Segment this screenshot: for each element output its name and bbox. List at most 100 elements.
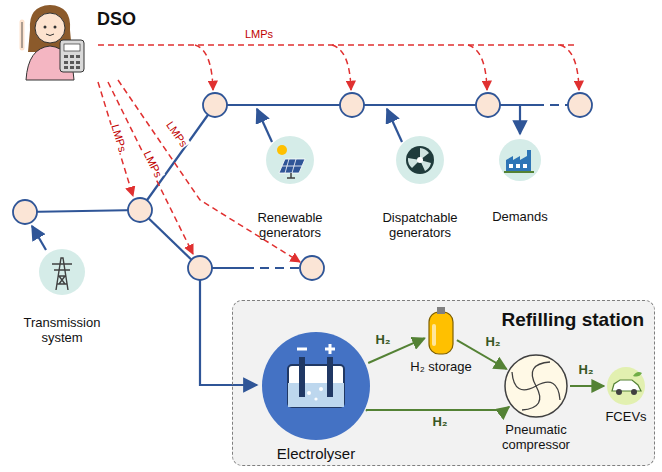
drawing-part	[314, 397, 317, 400]
drawing-part	[332, 45, 351, 90]
drawing-part	[568, 93, 592, 117]
drawing-part	[408, 148, 431, 171]
component-node: Electrolyser	[261, 331, 371, 462]
region-title: Refilling station	[502, 309, 645, 331]
drawing-part	[277, 145, 287, 155]
drawing-part	[504, 171, 534, 173]
drawing-part	[188, 256, 212, 280]
drawing-part	[516, 164, 520, 168]
drawing-part	[64, 61, 68, 64]
drawing-part	[560, 45, 579, 90]
component-node: FCEVs	[599, 366, 653, 425]
component-node: Pneumatic compressor	[494, 354, 578, 453]
drawing-part	[266, 136, 314, 184]
turbine-icon	[395, 135, 445, 185]
drawing-part	[499, 139, 541, 181]
drawing-part	[76, 61, 80, 64]
drawing-part	[140, 105, 215, 210]
drawing-part	[631, 389, 637, 395]
drawing-part	[22, 22, 23, 48]
component-node: Renewable generators	[245, 135, 335, 241]
drawing-part	[32, 226, 46, 250]
flow-label: H₂	[373, 333, 392, 347]
drawing-part	[25, 210, 140, 212]
drawing-part	[476, 93, 500, 117]
drawing-part	[128, 198, 152, 222]
hydrogen-flow	[570, 385, 604, 387]
drawing-part	[98, 44, 575, 46]
drawing-part	[307, 391, 311, 395]
drawing-part	[279, 159, 305, 173]
drawing-part	[195, 45, 213, 90]
component-node: Transmission system	[16, 248, 108, 346]
drawing-part	[616, 389, 622, 395]
station-region: Refilling stationElectrolyser H₂ storageP…	[232, 300, 655, 466]
drawing-part	[523, 164, 527, 168]
drawing-part	[417, 157, 423, 163]
drawing-part	[512, 362, 560, 410]
drawing-part	[52, 258, 72, 290]
drawing-part	[54, 26, 57, 29]
price-signal-label: LMPs	[141, 148, 165, 180]
drawing-part	[70, 55, 74, 58]
drawing-part	[387, 109, 402, 142]
node-caption: FCEVs	[599, 410, 653, 425]
component-node: H₂ storage	[396, 306, 486, 375]
fcev-icon	[606, 366, 646, 406]
drawing-part	[262, 332, 370, 440]
price-signal-label: LMPs	[245, 28, 273, 40]
drawing-part	[612, 380, 641, 391]
drawing-part	[319, 387, 323, 391]
drawing-part	[76, 55, 80, 58]
drawing-part	[108, 82, 193, 254]
node-caption: Demands	[485, 210, 555, 225]
flow-label: H₂	[430, 415, 449, 429]
drawing-part	[13, 200, 37, 224]
drawing-part	[287, 173, 295, 178]
drawing-part	[340, 93, 364, 117]
drawing-part	[509, 164, 513, 168]
drawing-part	[60, 40, 84, 72]
drawing-part	[257, 109, 272, 142]
flow-label: H₂	[576, 363, 595, 377]
solar-icon	[265, 135, 315, 185]
drawing-part	[22, 5, 84, 80]
pylon-icon	[38, 248, 86, 296]
hydrogen-flow	[366, 407, 509, 411]
drawing-part	[297, 344, 335, 354]
drawing-part	[200, 268, 257, 385]
drawing-part	[300, 256, 324, 280]
node-caption: Electrolyser	[261, 445, 371, 462]
drawing-part	[98, 45, 579, 262]
electrolyser-icon	[261, 331, 371, 441]
drawing-part	[396, 136, 444, 184]
drawing-part	[98, 82, 133, 196]
drawing-part	[35, 13, 65, 43]
drawing-part	[46, 34, 54, 36]
component-node: Dispatchable generators	[375, 135, 465, 241]
node-caption: Pneumatic compressor	[494, 423, 578, 453]
drawing-part	[39, 249, 85, 295]
drawing-part	[64, 66, 68, 69]
drawing-part	[70, 61, 74, 64]
drawing-part	[64, 55, 80, 69]
drawing-part	[633, 372, 642, 377]
drawing-part	[232, 300, 655, 466]
drawing-part	[429, 312, 453, 354]
node-caption: Transmission system	[16, 316, 108, 346]
price-signal-label: LMPs	[109, 122, 129, 154]
drawing-part	[70, 66, 74, 69]
drawing-part	[203, 93, 227, 117]
component-node: Demands	[485, 138, 555, 225]
flow-label: H₂	[483, 335, 502, 349]
drawing-part	[13, 93, 592, 280]
drawing-part	[282, 159, 302, 173]
node-caption: H₂ storage	[396, 360, 486, 375]
factory-icon	[498, 138, 542, 182]
drawing-part	[64, 44, 80, 51]
operator-label: DSO	[97, 10, 136, 30]
drawing-part	[432, 324, 436, 346]
price-signal-label: LMPs	[163, 118, 190, 150]
drawing-part	[44, 26, 47, 29]
